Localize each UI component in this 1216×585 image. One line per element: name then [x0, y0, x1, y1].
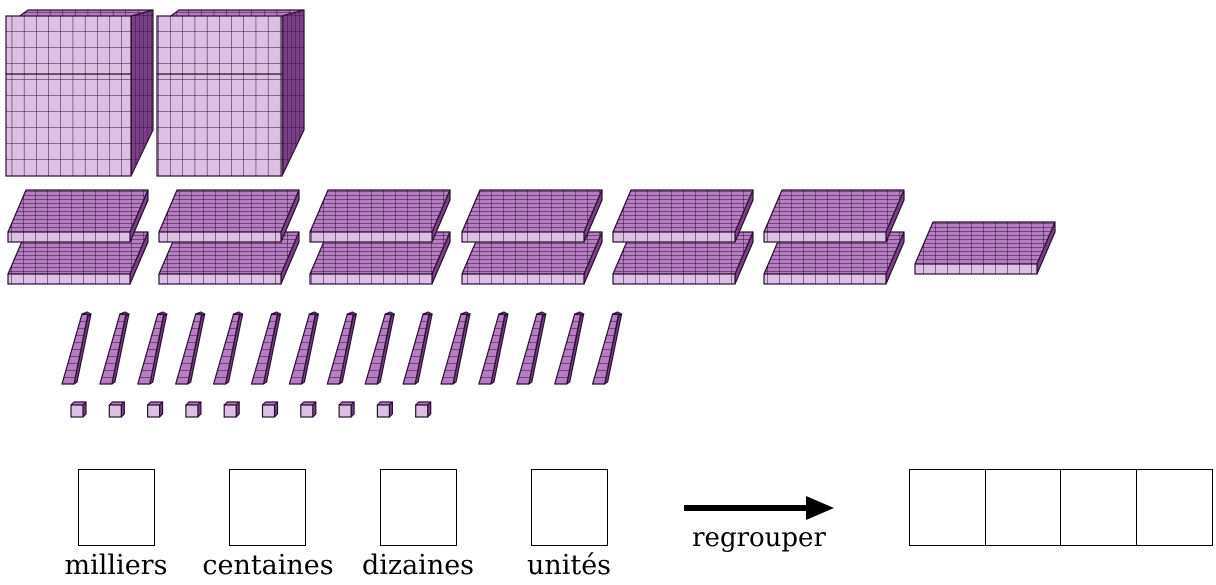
unit-cubes: [70, 401, 432, 418]
answer-digit-box[interactable]: [1137, 470, 1213, 545]
answer-boxes: [909, 469, 1213, 546]
ten-rod: [516, 311, 547, 385]
hundreds-box[interactable]: [229, 469, 306, 546]
regroup-label: regrouper: [692, 523, 826, 553]
hundred-flat: [158, 189, 300, 243]
ten-rod: [61, 311, 92, 385]
hundred-flat: [763, 189, 905, 243]
ten-rod: [440, 311, 471, 385]
thousands-label: milliers: [64, 550, 168, 581]
tens-label: dizaines: [361, 550, 475, 581]
ten-rod: [288, 311, 319, 385]
hundred-flats: [7, 189, 1056, 285]
ten-rod: [326, 311, 357, 385]
unit-cube: [70, 401, 87, 418]
ten-rod: [554, 311, 585, 385]
ten-rod: [137, 311, 168, 385]
unit-cube: [300, 401, 317, 418]
hundred-flat: [309, 189, 451, 243]
hundred-flat: [7, 189, 149, 243]
ten-rod: [591, 311, 623, 385]
units-box[interactable]: [531, 469, 608, 546]
hundreds-label: centaines: [202, 550, 334, 581]
tens-box[interactable]: [380, 469, 457, 546]
thousand-cube: [5, 9, 154, 177]
answer-digit-box[interactable]: [910, 470, 986, 545]
hundred-flat: [612, 189, 754, 243]
unit-cube: [223, 401, 240, 418]
thousands-box[interactable]: [78, 469, 155, 546]
answer-digit-box[interactable]: [1061, 470, 1137, 545]
answer-digit-box[interactable]: [986, 470, 1061, 545]
ten-rod: [364, 311, 395, 385]
unit-cube: [415, 401, 432, 418]
ten-rod: [175, 311, 206, 385]
hundred-flat: [914, 221, 1056, 275]
units-label: unités: [526, 550, 612, 581]
ten-rod: [99, 311, 130, 385]
ten-rod: [478, 311, 509, 385]
hundred-flat: [461, 189, 603, 243]
thousand-cube: [156, 9, 305, 177]
unit-cube: [185, 401, 202, 418]
unit-cube: [108, 401, 125, 418]
regroup-arrow: [684, 496, 834, 520]
ten-rod: [250, 311, 282, 385]
ten-rods: [61, 311, 623, 385]
unit-cube: [147, 401, 164, 418]
ten-rod: [402, 311, 433, 385]
unit-cube: [338, 401, 355, 418]
unit-cube: [261, 401, 279, 418]
thousand-cubes: [5, 9, 305, 177]
ten-rod: [213, 311, 244, 385]
unit-cube: [376, 401, 393, 418]
